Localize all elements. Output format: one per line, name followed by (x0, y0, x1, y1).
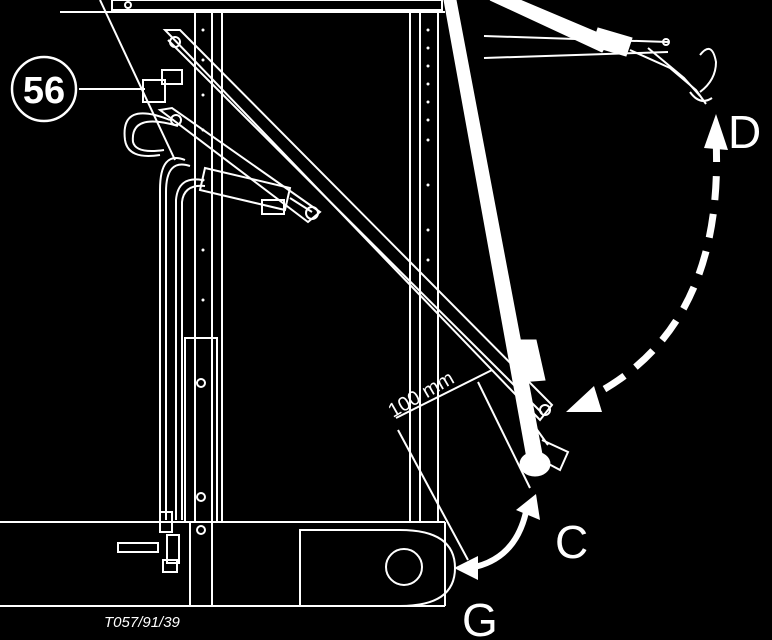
label-d: D (728, 106, 761, 158)
dimension-lines (395, 369, 531, 561)
label-c: C (555, 516, 588, 568)
upper-cylinder (198, 166, 319, 220)
arrow-c-to-g-curved (469, 511, 529, 571)
dimension-label: 100 mm (385, 367, 459, 422)
mast-channel (194, 10, 439, 522)
main-boom (443, 0, 551, 477)
arrow-head-top (704, 114, 728, 150)
callout-56-component (142, 69, 183, 103)
drawing-code: T057/91/39 (104, 614, 181, 631)
top-bracket (111, 0, 443, 11)
callout-56-number: 56 (23, 70, 65, 112)
base-bracket (299, 529, 457, 607)
arrow-head-c (516, 494, 540, 520)
diagonal-stay-arm (162, 29, 554, 422)
hydraulic-hoses (123, 112, 206, 520)
arrow-head-bottom (566, 386, 602, 412)
hose-fittings (117, 511, 180, 573)
arrow-head-g (454, 556, 478, 580)
raised-arm-linkage (483, 35, 718, 105)
link-arm (157, 106, 322, 224)
raised-arm (489, 0, 633, 57)
callout-56-circle (10, 55, 78, 123)
label-g: G (462, 594, 498, 640)
boom-end-fitting (529, 419, 570, 472)
arrow-d-to-c-dashed (586, 137, 721, 402)
lower-cylinder (184, 337, 218, 607)
mast-holes (201, 28, 430, 302)
guide-line (99, 0, 176, 161)
